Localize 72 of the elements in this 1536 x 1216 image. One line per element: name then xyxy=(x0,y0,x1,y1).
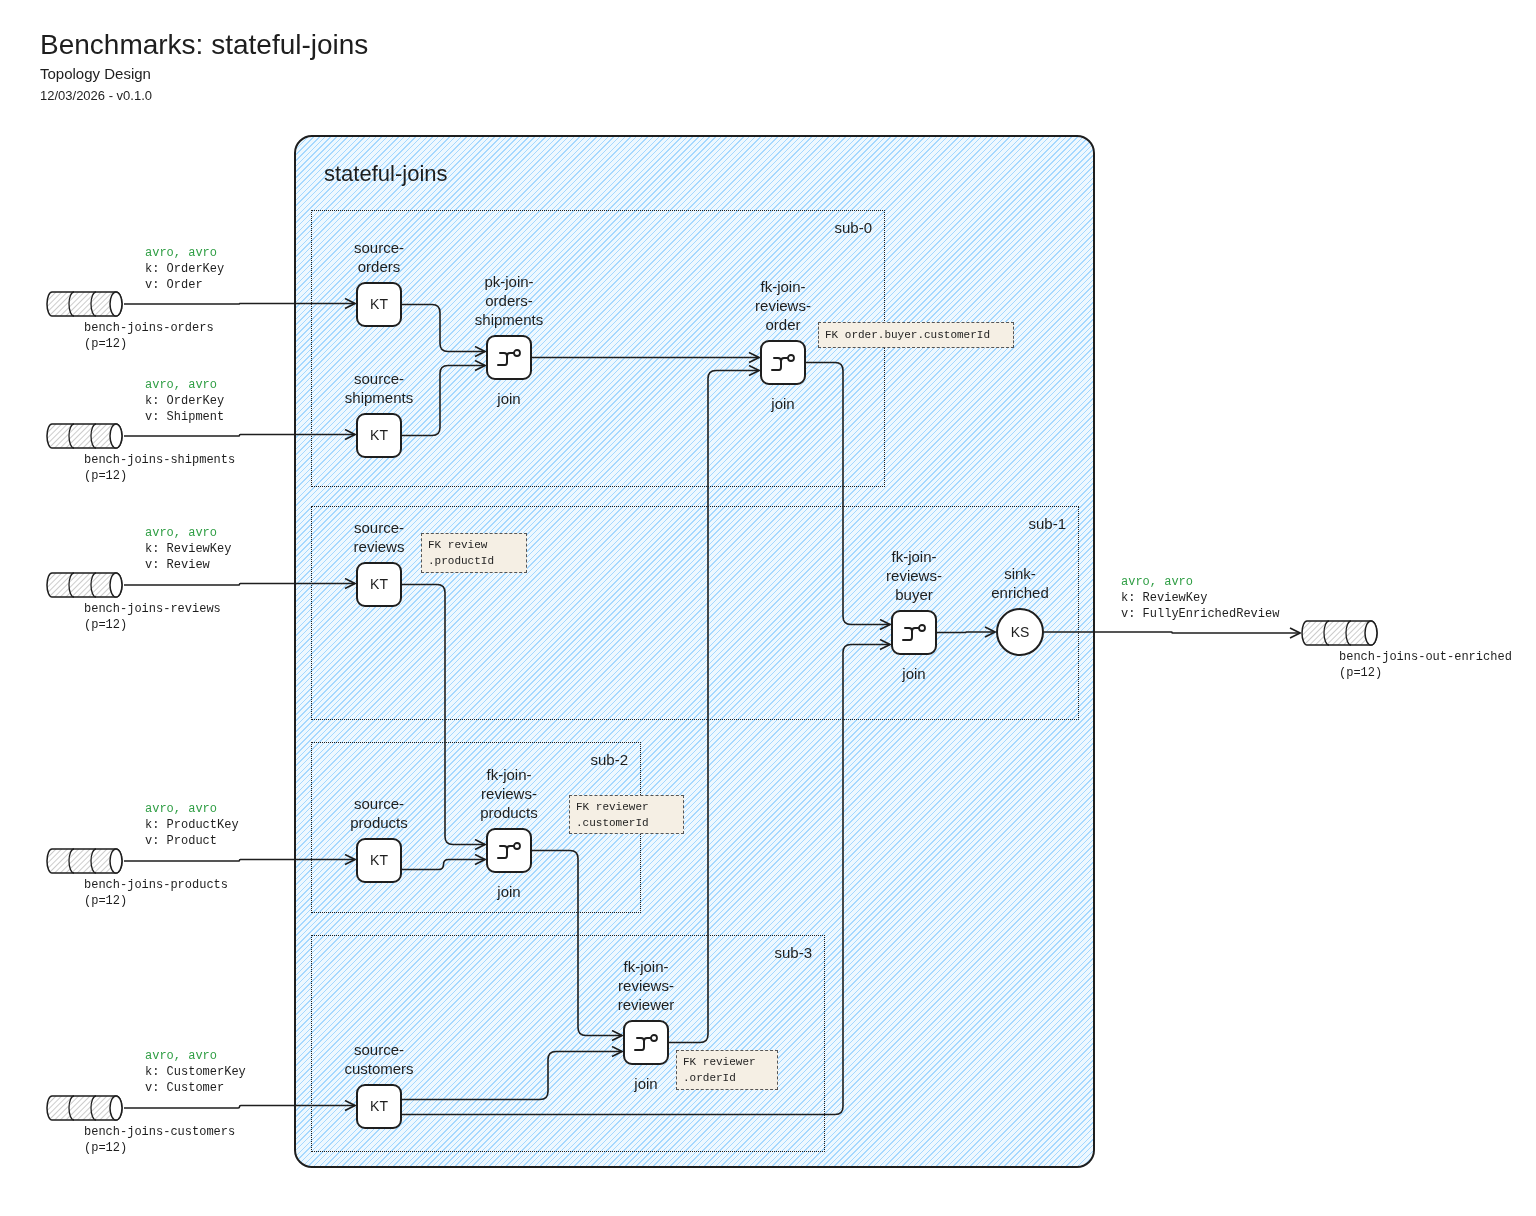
foreign-key-note: FK review .productId xyxy=(421,533,527,573)
serde-format: avro, avro xyxy=(1121,574,1193,590)
subtopology-label: sub-1 xyxy=(1028,514,1066,534)
arrow xyxy=(123,297,356,310)
subtopology-label: sub-0 xyxy=(834,218,872,238)
subtopology-label: sub-2 xyxy=(590,750,628,770)
processor-type: join xyxy=(497,882,521,902)
processor-name: fk-join-reviews-products xyxy=(479,765,539,822)
subtopology-label: sub-3 xyxy=(774,943,812,963)
schema-type: k: CustomerKey xyxy=(145,1064,246,1080)
arrow xyxy=(401,638,891,1116)
serde-format: avro, avro xyxy=(145,525,217,541)
processor-type: join xyxy=(497,389,521,409)
subtopology-box xyxy=(311,935,825,1152)
arrow xyxy=(123,853,356,866)
schema-type: k: ProductKey xyxy=(145,817,239,833)
processor-name: source-shipments xyxy=(343,369,415,407)
processor-name: source-reviews xyxy=(352,518,406,556)
schema-type: v: Shipment xyxy=(145,409,225,425)
processor-name: fk-join-reviews-reviewer xyxy=(616,957,676,1014)
schema-type: v: Order xyxy=(145,277,203,293)
subtopology-box xyxy=(311,506,1079,720)
processor-name: pk-join-orders-shipments xyxy=(473,272,545,329)
schema-type: k: OrderKey xyxy=(145,261,225,277)
application-frame xyxy=(294,135,1095,1168)
serde-format: avro, avro xyxy=(145,377,217,393)
topic-name: bench-joins-customers (p=12) xyxy=(84,1124,237,1156)
processor-name: source-products xyxy=(349,794,409,832)
processor-name: source-orders xyxy=(353,238,405,276)
arrow xyxy=(123,1099,356,1112)
schema-type: k: ReviewKey xyxy=(145,541,232,557)
schema-type: v: Product xyxy=(145,833,217,849)
arrow xyxy=(401,359,486,437)
schema-type: v: Review xyxy=(145,557,210,573)
topic-name: bench-joins-orders (p=12) xyxy=(84,320,215,352)
processor-type: join xyxy=(634,1074,658,1094)
topic-name: bench-joins-out-enriched (p=12) xyxy=(1339,649,1513,681)
schema-type: k: ReviewKey xyxy=(1121,590,1208,606)
schema-type: k: OrderKey xyxy=(145,393,225,409)
processor-type: join xyxy=(902,664,926,684)
processor-type: KT xyxy=(370,1097,388,1116)
arrow xyxy=(805,361,891,631)
arrow xyxy=(401,853,486,871)
frame-title: stateful-joins xyxy=(324,160,448,188)
serde-format: avro, avro xyxy=(145,1048,217,1064)
serde-format: avro, avro xyxy=(145,801,217,817)
foreign-key-note: FK reviewer .customerId xyxy=(569,795,684,834)
arrow xyxy=(401,303,486,358)
topic-name: bench-joins-reviews (p=12) xyxy=(84,601,222,633)
topic-name: bench-joins-products (p=12) xyxy=(84,877,230,909)
processor-type: KT xyxy=(370,426,388,445)
schema-type: v: FullyEnrichedReview xyxy=(1121,606,1280,622)
processor-type: join xyxy=(771,394,795,414)
foreign-key-note: FK reviewer .orderId xyxy=(676,1050,778,1090)
serde-format: avro, avro xyxy=(145,245,217,261)
diagram-title: Benchmarks: stateful-joins xyxy=(40,28,369,62)
processor-name: fk-join-reviews-buyer xyxy=(885,547,943,604)
processor-type: KT xyxy=(370,851,388,870)
date-version: 12/03/2026 - v0.1.0 xyxy=(40,88,153,104)
processor-type: KT xyxy=(370,295,388,314)
schema-type: v: Customer xyxy=(145,1080,225,1096)
processor-name: fk-join-reviews-order xyxy=(754,277,812,334)
arrow xyxy=(401,1045,623,1101)
processor-type: KT xyxy=(370,575,388,594)
processor-type: KS xyxy=(1010,622,1030,642)
processor-name: source-customers xyxy=(343,1040,415,1078)
topic-name: bench-joins-shipments (p=12) xyxy=(84,452,237,484)
foreign-key-note: FK order.buyer.customerId xyxy=(818,322,1014,348)
arrow xyxy=(123,428,356,441)
processor-name: sink-enriched xyxy=(990,564,1050,602)
arrow xyxy=(123,577,356,590)
subtitle: Topology Design xyxy=(40,66,151,82)
